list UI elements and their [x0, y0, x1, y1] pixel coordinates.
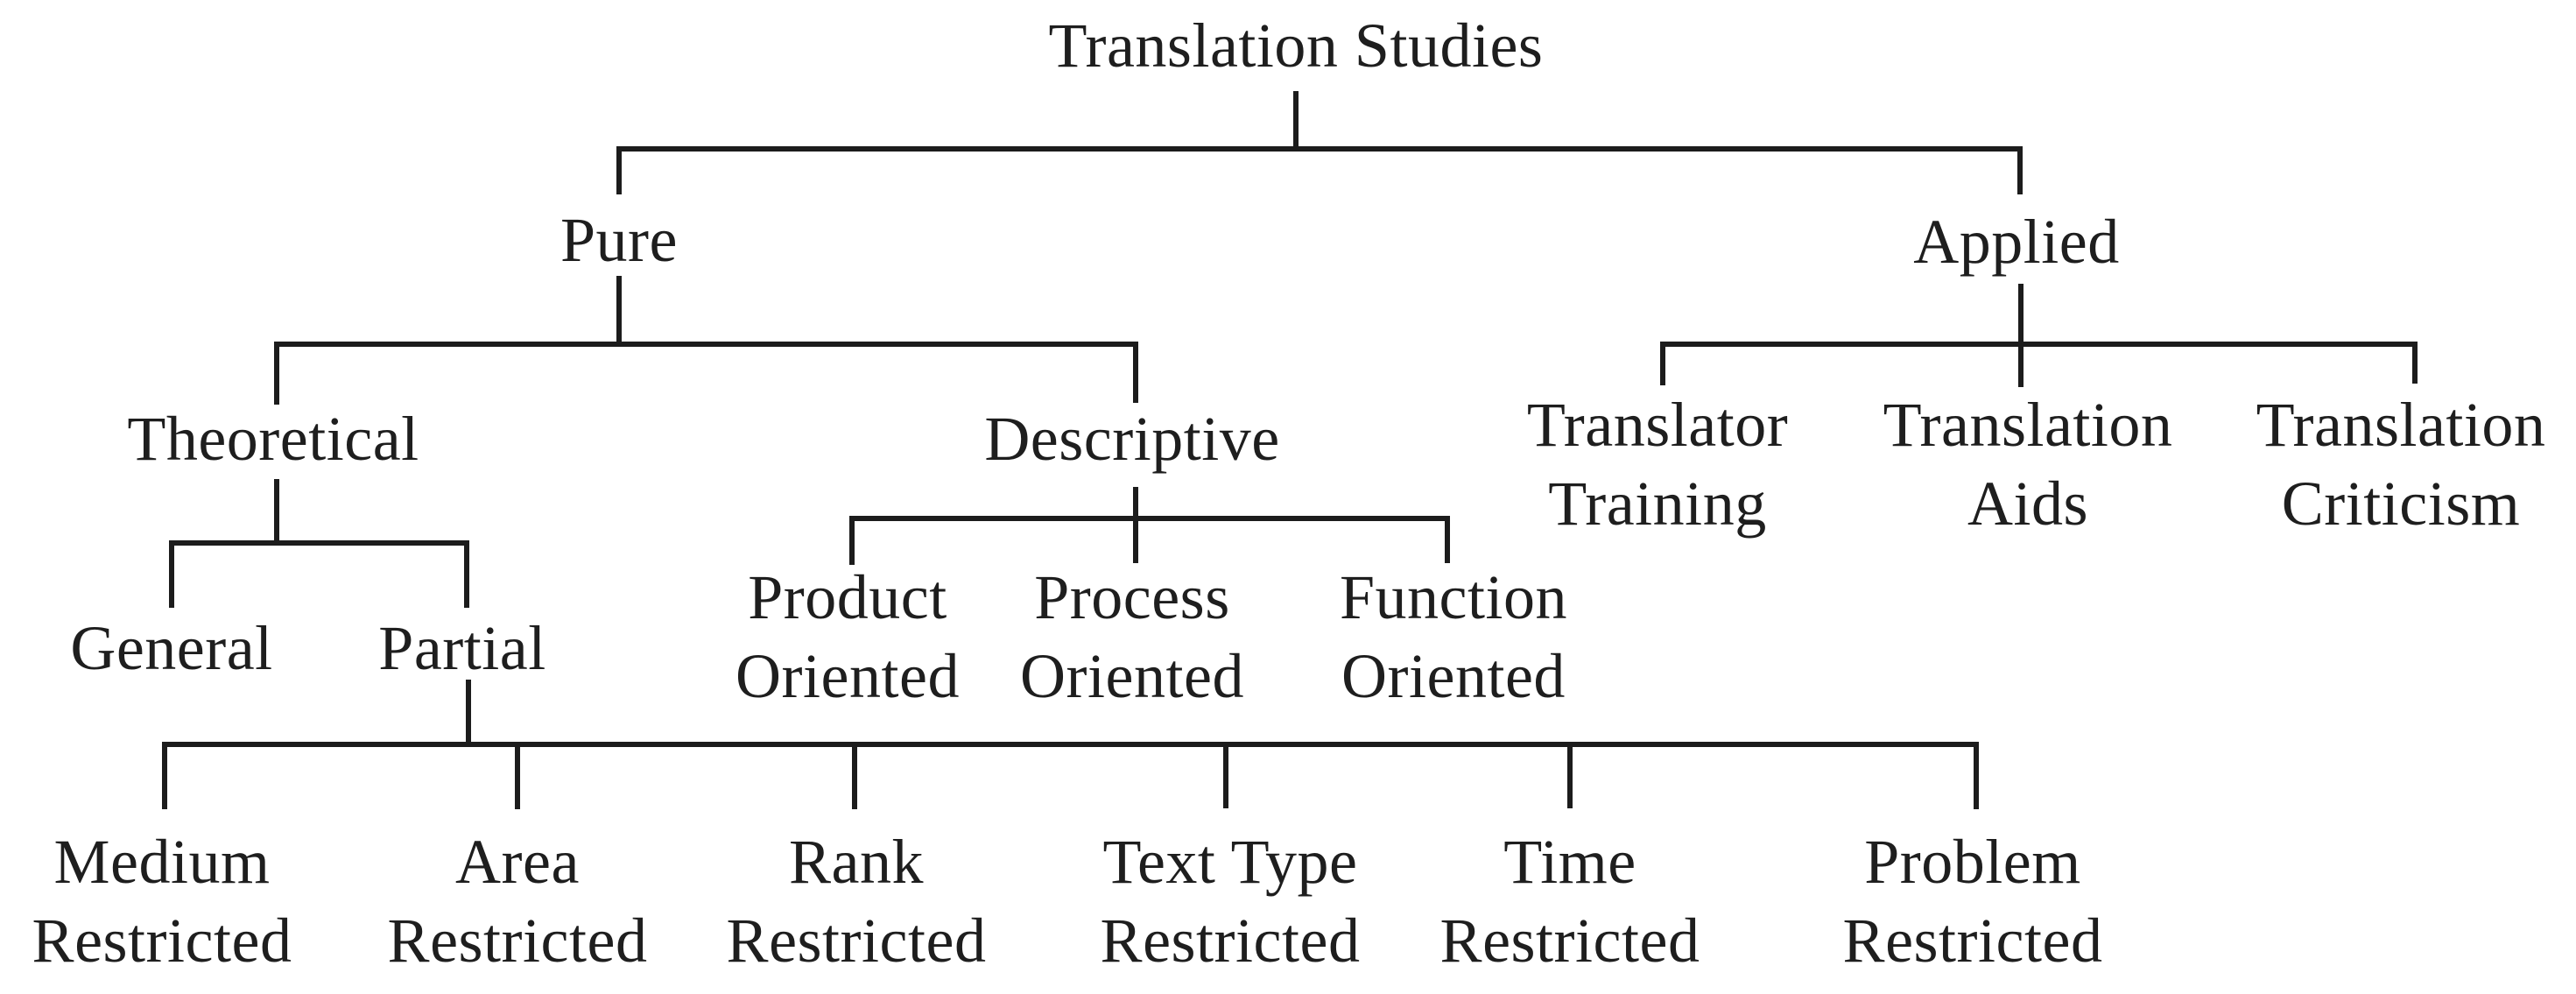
tree-node-applied: Applied: [1913, 202, 2119, 281]
tree-node-text-type-restricted-label: Text Type: [1102, 827, 1358, 897]
tree-node-translation-aids-label: Translation: [1883, 390, 2173, 460]
tree-node-partial-label: Partial: [378, 613, 546, 683]
tree-node-product-oriented-label: Oriented: [735, 641, 960, 711]
tree-node-time-restricted-label: Time: [1503, 827, 1636, 897]
tree-node-time-restricted-label: Restricted: [1439, 906, 1700, 976]
tree-node-translation-aids-label: Aids: [1967, 469, 2089, 539]
tree-node-descriptive-label: Descriptive: [984, 404, 1280, 474]
tree-node-root: Translation Studies: [1049, 6, 1544, 85]
tree-node-descriptive: Descriptive: [984, 399, 1279, 478]
tree-node-area-restricted-label: Area: [455, 827, 580, 897]
tree-node-general-label: General: [70, 613, 273, 683]
tree-node-function-oriented-label: Function: [1339, 562, 1568, 632]
tree-node-applied-label: Applied: [1913, 207, 2120, 277]
tree-node-text-type-restricted-label: Restricted: [1100, 906, 1361, 976]
tree-node-translator-training-label: Training: [1548, 469, 1767, 539]
tree-node-theoretical: Theoretical: [127, 399, 419, 478]
tree-node-general: General: [70, 609, 272, 687]
tree-node-medium-restricted-label: Restricted: [32, 906, 292, 976]
tree-node-translation-criticism-label: Translation: [2256, 390, 2546, 460]
tree-node-function-oriented-label: Oriented: [1341, 641, 1566, 711]
tree-node-pure-label: Pure: [560, 205, 678, 275]
tree-node-rank-restricted-label: Restricted: [726, 906, 987, 976]
tree-node-root-label: Translation Studies: [1048, 11, 1544, 81]
tree-node-problem-restricted-label: Problem: [1864, 827, 2081, 897]
tree-node-area-restricted-label: Restricted: [387, 906, 648, 976]
tree-node-translation-criticism-label: Criticism: [2281, 469, 2521, 539]
tree-node-problem-restricted-label: Restricted: [1842, 906, 2103, 976]
tree-node-translator-training-label: Translator: [1526, 390, 1789, 460]
tree-node-process-oriented-label: Oriented: [1020, 641, 1244, 711]
tree-node-rank-restricted-label: Rank: [789, 827, 924, 897]
tree-node-partial: Partial: [378, 609, 545, 687]
tree-node-theoretical-label: Theoretical: [127, 404, 419, 474]
tree-node-product-oriented-label: Product: [748, 562, 947, 632]
tree-node-pure: Pure: [560, 201, 678, 279]
tree-node-medium-restricted-label: Medium: [53, 827, 271, 897]
tree-node-process-oriented-label: Process: [1034, 562, 1230, 632]
